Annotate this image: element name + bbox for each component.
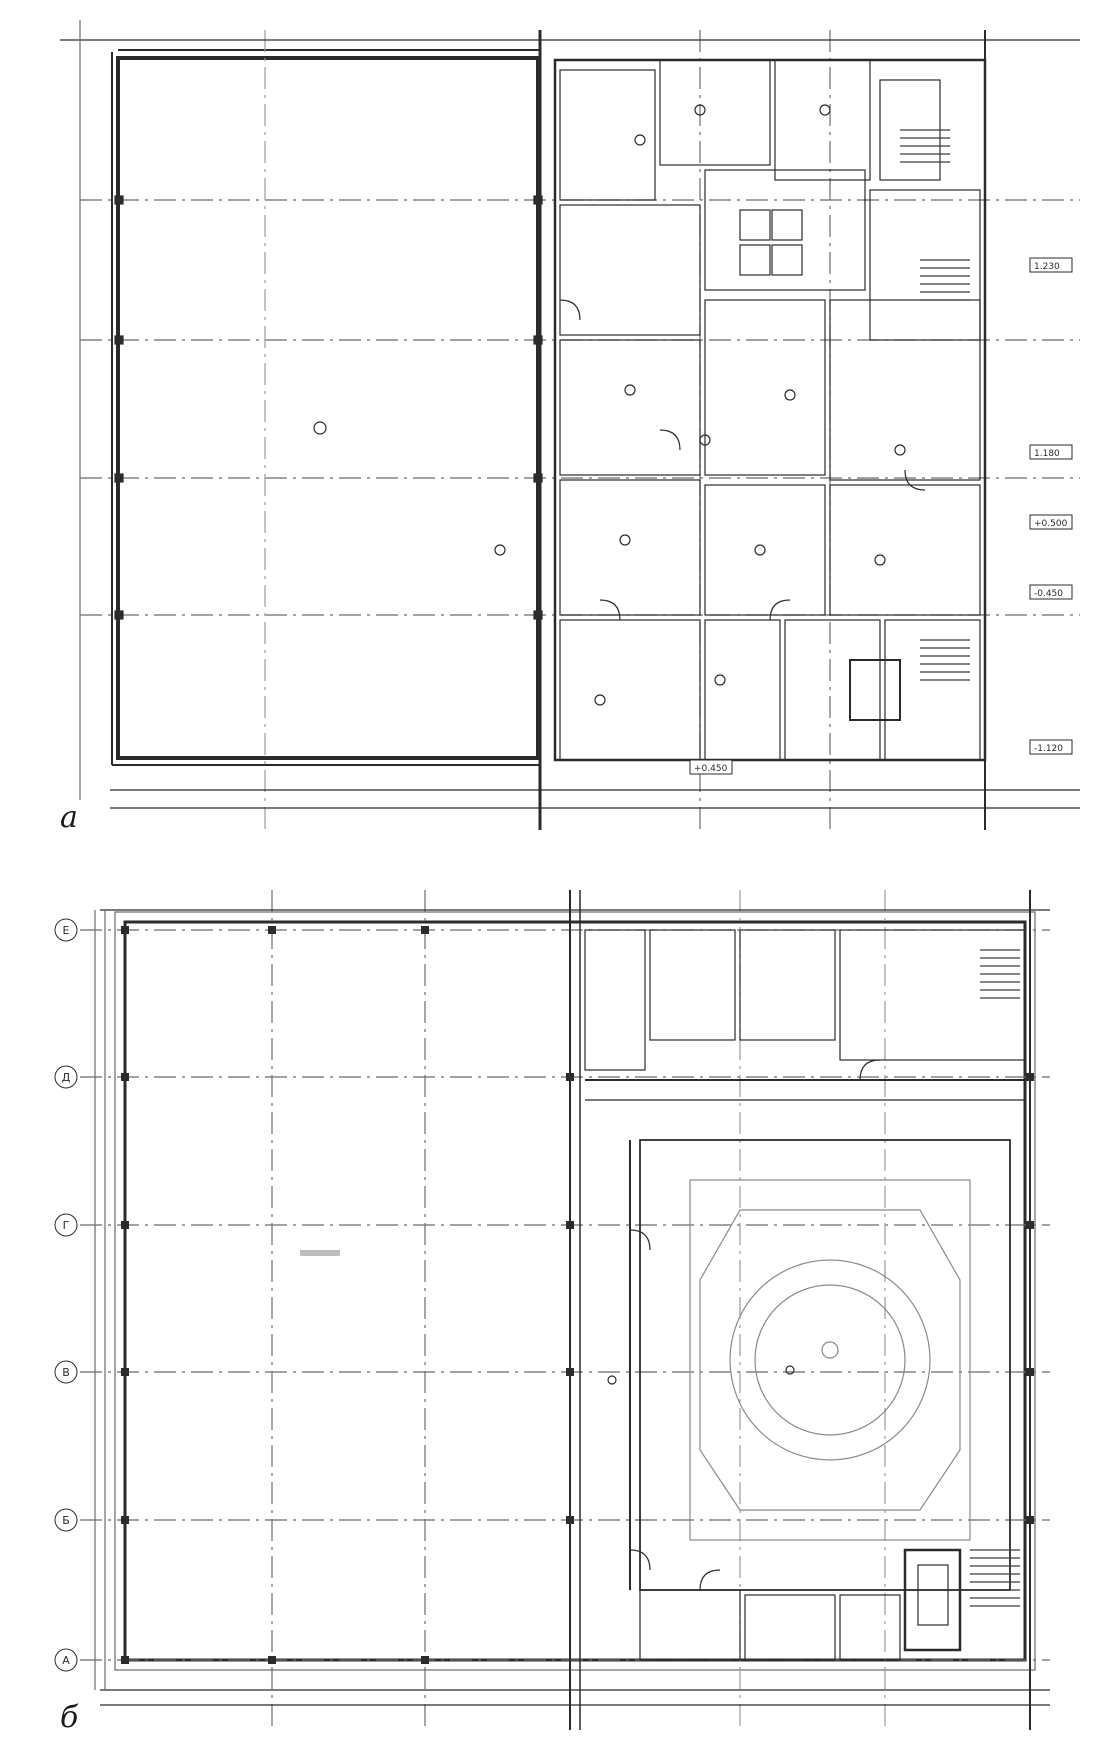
plan-b-axis-bubbles: Е Д Г В Б А [54, 918, 78, 1672]
plan-a-tag: -0.450 [1034, 589, 1063, 599]
caption-b: б [60, 1700, 79, 1735]
axis-label: В [62, 1366, 70, 1379]
plan-a-tag: +0.450 [694, 764, 728, 774]
plan-a-tag: +0.500 [1034, 519, 1068, 529]
axis-label: А [62, 1654, 70, 1667]
plan-a-tag: -1.120 [1034, 744, 1063, 754]
plan-a-tag: 1.230 [1034, 262, 1060, 272]
axis-label: Г [63, 1219, 70, 1232]
plan-a-hall-wall [116, 56, 540, 760]
plan-a-tag: 1.180 [1034, 449, 1060, 459]
caption-a: а [60, 800, 78, 835]
plan-a-drawing [60, 20, 1080, 830]
axis-label: Д [62, 1071, 71, 1084]
plan-b-drawing [80, 890, 1050, 1730]
floor-plan-b: Е Д Г В Б А [54, 890, 1050, 1730]
plan-a-tags: 1.230 1.180 +0.500 -0.450 -1.120 +0.450 [689, 257, 1073, 775]
axis-label: Е [63, 924, 70, 937]
axis-label: Б [62, 1514, 70, 1527]
floor-plan-a: 1.230 1.180 +0.500 -0.450 -1.120 +0.450 [60, 20, 1080, 830]
